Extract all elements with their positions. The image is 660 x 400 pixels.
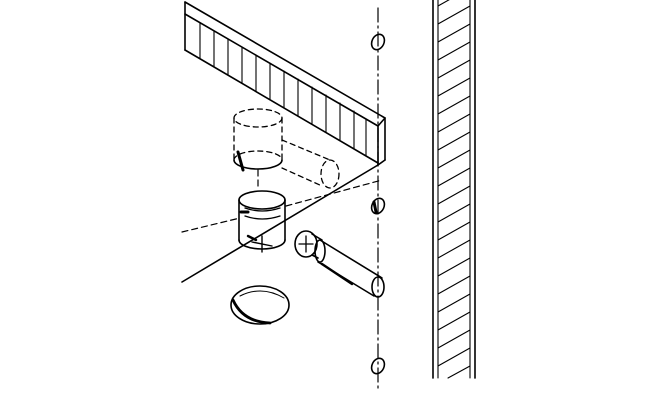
alignment-guides <box>181 169 383 233</box>
oval-hole-icon <box>370 197 386 215</box>
oval-hole-icon <box>370 357 386 375</box>
shelf-panel <box>181 1 386 283</box>
side-panel <box>432 0 476 379</box>
dowel-channel <box>281 139 340 189</box>
oval-hole-icon <box>370 33 386 51</box>
connecting-bolt <box>294 230 385 298</box>
cam-lock-cross-slot <box>246 234 273 253</box>
cam-lock <box>238 190 286 253</box>
mounting-holes <box>370 33 386 375</box>
edge-hatching <box>199 22 367 157</box>
cover-cap <box>230 285 290 325</box>
bore-hole <box>233 108 283 172</box>
side-panel-hatching <box>437 0 471 379</box>
